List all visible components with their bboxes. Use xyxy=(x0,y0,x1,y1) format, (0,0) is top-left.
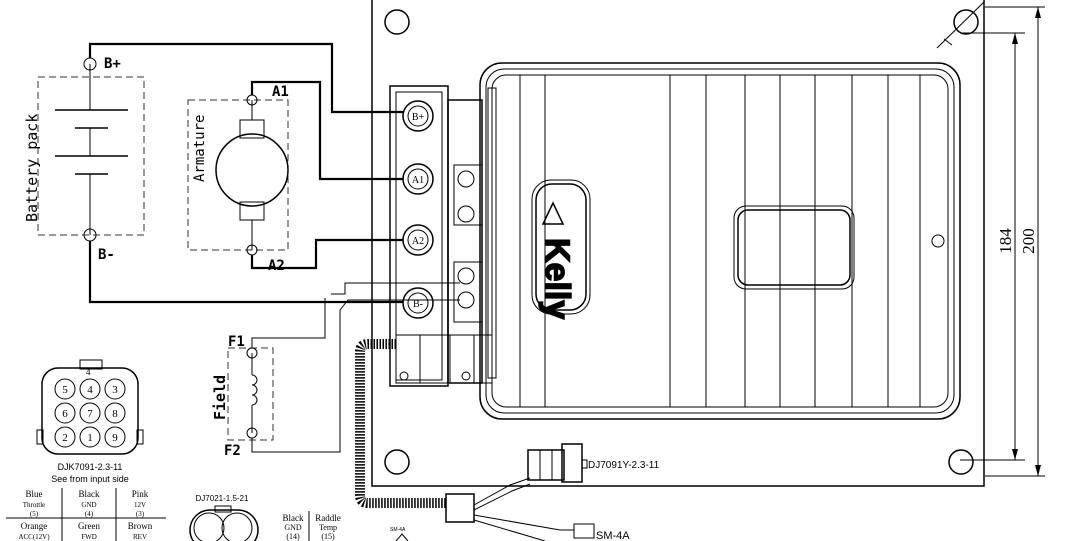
wire-pin: (3) xyxy=(136,510,145,518)
kelly-logo-text: Kelly xyxy=(538,238,576,319)
field-f1-label: F1 xyxy=(228,334,245,350)
armature-a1-label: A1 xyxy=(272,84,289,100)
conn2-color: Black xyxy=(283,513,304,523)
connector-2pin xyxy=(189,505,259,541)
pin-label: 4 xyxy=(87,384,93,396)
wire-harness xyxy=(355,339,574,541)
battery-pos-label: B+ xyxy=(104,56,121,72)
conn2-signal: Temp xyxy=(319,523,337,532)
pin-label: 8 xyxy=(112,408,118,420)
field-f2-label: F2 xyxy=(224,443,241,459)
sm-small-label: SM-4A xyxy=(390,527,406,533)
terminal-bminus-label: B- xyxy=(413,299,423,310)
battery-label: Battery pack xyxy=(23,114,41,222)
wire-signal: REV xyxy=(133,533,147,541)
wire-signal: 12V xyxy=(134,501,146,509)
pin-label: 2 xyxy=(62,432,68,444)
sm-connector-label: SM-4A xyxy=(596,530,630,541)
connector8-top-mark: 4 xyxy=(86,367,91,377)
conn2-pin: (14) xyxy=(286,532,300,541)
terminal-a1-label: A1 xyxy=(412,175,424,186)
armature-label: Armature xyxy=(192,115,208,182)
field-label: Field xyxy=(211,375,229,420)
harness-connector-icon xyxy=(527,443,588,483)
wire-pin: (4) xyxy=(85,510,94,518)
dimension-inner-label: 184 xyxy=(996,228,1015,254)
pin-label: 7 xyxy=(87,408,93,420)
harness-connector-label: DJ7091Y-2.3-11 xyxy=(588,460,660,471)
battery-neg-label: B- xyxy=(98,247,115,263)
wire-signal: FWD xyxy=(81,533,97,541)
kelly-logo-icon xyxy=(541,201,565,225)
power-wiring xyxy=(88,42,403,304)
terminal-bplus-label: B+ xyxy=(412,112,425,123)
heatsink-body xyxy=(479,62,961,420)
wire-color: Orange xyxy=(21,521,48,531)
terminal-block xyxy=(389,85,497,387)
dimension-lines xyxy=(960,6,1045,477)
controller-plate xyxy=(371,0,985,487)
pin-label: 5 xyxy=(62,384,68,396)
connector-8pin xyxy=(36,359,144,455)
wire-color: Blue xyxy=(26,489,43,499)
sm-small-icon xyxy=(395,533,409,541)
sm-connector-icon xyxy=(573,523,595,539)
connector2-part-label: DJ7021-1.5-21 xyxy=(196,494,249,503)
field-coil-icon xyxy=(227,347,274,441)
pin-label: 3 xyxy=(112,384,118,396)
battery-symbol xyxy=(37,57,145,242)
wire-color: Brown xyxy=(128,521,153,531)
pin-label: 9 xyxy=(112,432,118,444)
connector8-note: See from input side xyxy=(51,474,129,484)
wire-signal: GND xyxy=(81,501,96,509)
connector8-part-label: DJK7091-2.3-11 xyxy=(58,462,123,472)
conn2-signal: GND xyxy=(284,523,302,532)
wire-color: Black xyxy=(79,489,100,499)
wire-color: Green xyxy=(78,521,100,531)
dimension-outer-label: 200 xyxy=(1019,228,1038,254)
field-wiring xyxy=(251,282,460,453)
pin-label: 6 xyxy=(62,408,68,420)
wire-color: Pink xyxy=(132,489,149,499)
wire-table-lines xyxy=(6,488,166,541)
wire-signal: ACC(12V) xyxy=(18,533,50,541)
armature-a2-label: A2 xyxy=(268,258,285,274)
terminal-a2-label: A2 xyxy=(412,236,424,247)
wire-pin: (5) xyxy=(30,510,39,518)
pin-label: 1 xyxy=(87,432,93,444)
conn2-pin: (15) xyxy=(321,532,335,541)
conn2-color: Raddle xyxy=(315,513,341,523)
wire-signal: Throttle xyxy=(23,501,46,509)
